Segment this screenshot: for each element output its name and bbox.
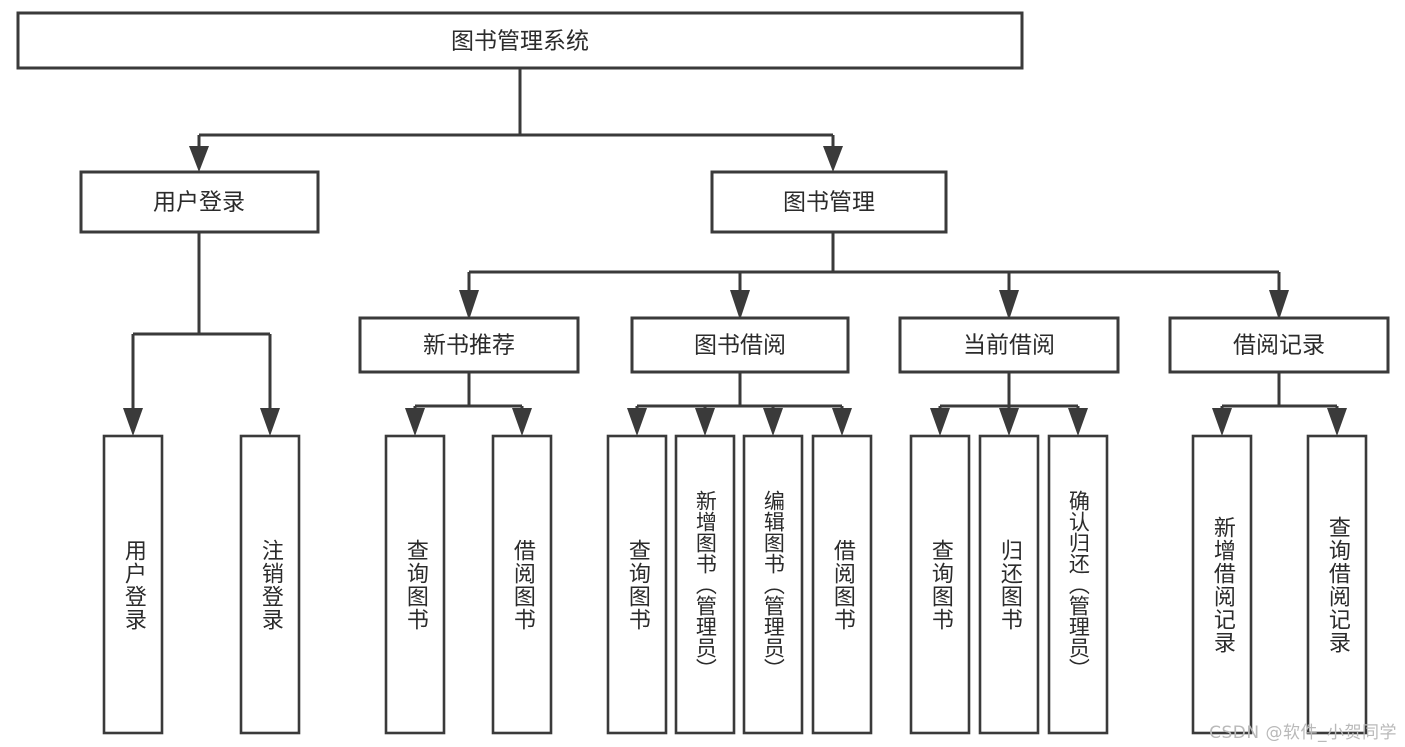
leaf-box-user-logout[interactable] <box>239 434 301 735</box>
node-root[interactable]: 图书管理系统 <box>16 11 1024 70</box>
node-book-manage[interactable]: 图书管理 <box>710 170 948 234</box>
node-borrow-record[interactable]: 借阅记录 <box>1168 316 1390 374</box>
leaf-box-edit-book[interactable] <box>742 434 804 735</box>
csdn-watermark: CSDN @软件_小贺同学 <box>1209 723 1397 743</box>
leaf-box-query-book-2[interactable] <box>606 434 668 735</box>
node-user-login[interactable]: 用户登录 <box>79 170 320 234</box>
edge-bookmanage-to-level2 <box>459 232 1289 320</box>
leaf-box-query-book-1[interactable] <box>384 434 446 735</box>
edge-bookborrow-to-leaves <box>627 372 852 436</box>
edge-newbook-to-leaves <box>405 372 532 436</box>
node-user-login-label: 用户登录 <box>153 190 245 216</box>
leaf-box-query-book-3[interactable] <box>909 434 971 735</box>
node-book-borrow[interactable]: 图书借阅 <box>630 316 850 374</box>
leaf-box-add-record[interactable] <box>1191 434 1253 735</box>
node-new-book-recommend[interactable]: 新书推荐 <box>358 316 580 374</box>
edge-userlogin-to-leaves <box>123 232 280 436</box>
node-new-book-recommend-label: 新书推荐 <box>423 333 515 359</box>
node-book-borrow-label: 图书借阅 <box>694 333 786 359</box>
edge-currentborrow-to-leaves <box>930 372 1088 436</box>
node-current-borrow[interactable]: 当前借阅 <box>898 316 1120 374</box>
edge-root-to-level1 <box>189 68 843 172</box>
leaf-box-query-record[interactable] <box>1306 434 1368 735</box>
edge-borrowrecord-to-leaves <box>1212 372 1347 436</box>
leaf-box-confirm-return[interactable] <box>1047 434 1109 735</box>
leaf-box-user-login[interactable] <box>102 434 164 735</box>
node-borrow-record-label: 借阅记录 <box>1233 333 1325 359</box>
node-book-manage-label: 图书管理 <box>783 190 875 216</box>
leaf-box-borrow-book-2[interactable] <box>811 434 873 735</box>
leaf-box-add-book[interactable] <box>674 434 736 735</box>
leaf-box-return-book[interactable] <box>978 434 1040 735</box>
node-current-borrow-label: 当前借阅 <box>963 333 1055 359</box>
node-root-label: 图书管理系统 <box>451 29 589 55</box>
leaf-box-borrow-book-1[interactable] <box>491 434 553 735</box>
